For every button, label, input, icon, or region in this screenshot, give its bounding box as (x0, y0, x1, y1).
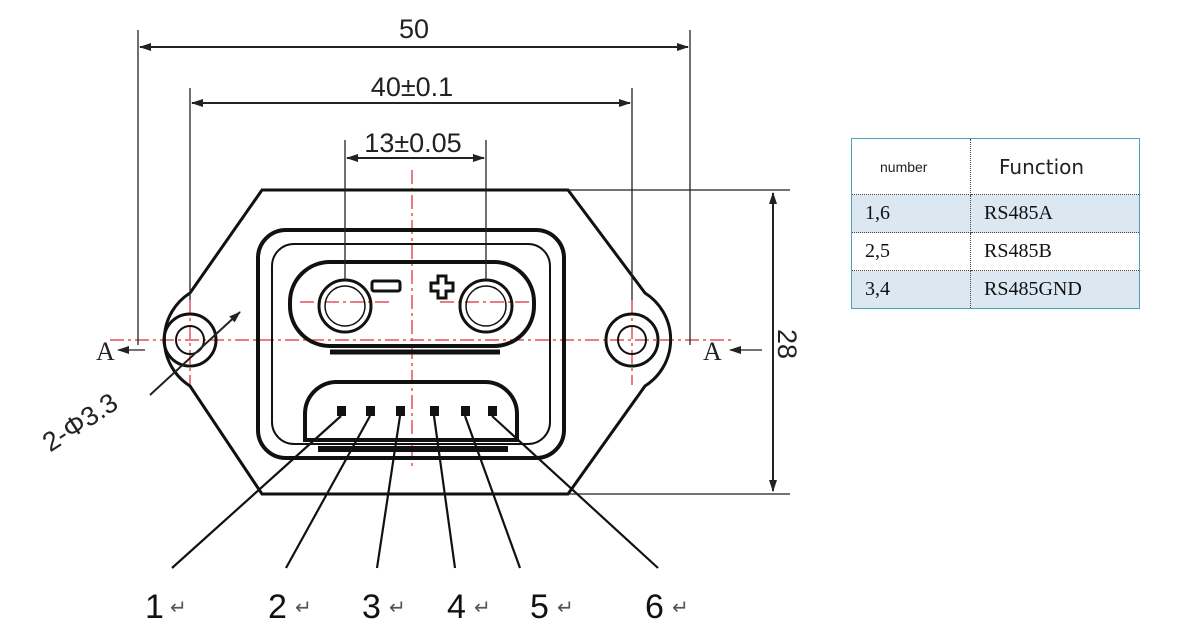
cell-function: RS485B (970, 232, 1140, 271)
pin-label-2: 2 (268, 588, 287, 626)
pin-label-5: 5 (530, 588, 549, 626)
pin-label-4: 4 (447, 588, 466, 626)
plus-symbol (429, 274, 455, 300)
cell-number: 3,4 (851, 270, 971, 309)
header-number-text: number (880, 158, 928, 175)
header-number: number (851, 138, 971, 195)
dim-hole-spec: 2-Φ3.3 (37, 387, 123, 457)
dimension-lines (139, 43, 777, 492)
cell-function: RS485A (970, 194, 1140, 233)
minus-symbol (370, 279, 402, 293)
cell-number-text: 3,4 (865, 278, 890, 300)
cell-function-text: RS485A (984, 202, 1053, 224)
connector-drawing-svg: 50 40±0.1 13±0.05 28 2-Φ3.3 A A 1 ↵ 2 ↵ … (37, 14, 800, 626)
signal-pins (337, 406, 497, 416)
inner-housing (256, 228, 566, 460)
connector-drawing: 50 40±0.1 13±0.05 28 2-Φ3.3 A A 1 ↵ 2 ↵ … (37, 14, 800, 626)
return-mark-icon: ↵ (295, 595, 312, 619)
table-header-row: number Function (851, 138, 1140, 195)
dim-hole-spacing: 40±0.1 (371, 72, 453, 102)
return-mark-icon: ↵ (672, 595, 689, 619)
cell-number: 2,5 (851, 232, 971, 271)
table-row: 2,5 RS485B (851, 232, 1140, 271)
cell-function-text: RS485B (984, 240, 1052, 262)
center-lines (110, 170, 735, 470)
return-mark-icon: ↵ (170, 595, 187, 619)
cell-function-text: RS485GND (984, 278, 1082, 300)
mounting-holes (162, 312, 660, 368)
cell-function: RS485GND (970, 270, 1140, 309)
return-mark-icon: ↵ (474, 595, 491, 619)
header-function-text: Function (999, 154, 1085, 179)
signal-socket (302, 380, 519, 442)
return-mark-icon: ↵ (389, 595, 406, 619)
pin-label-3: 3 (362, 588, 381, 626)
section-label-right: A (703, 337, 722, 366)
section-label-left: A (96, 337, 115, 366)
dim-overall-width: 50 (399, 14, 429, 44)
hole-leader (149, 311, 241, 396)
pin-numbers: 1 ↵ 2 ↵ 3 ↵ 4 ↵ 5 ↵ 6 ↵ (145, 588, 689, 626)
dim-terminal-spacing: 13±0.05 (364, 128, 461, 158)
pin-function-table: number Function 1,6 RS485A 2,5 RS485B 3,… (851, 138, 1140, 309)
pin-label-6: 6 (645, 588, 664, 626)
table-row: 3,4 RS485GND (851, 270, 1140, 309)
pin-label-1: 1 (145, 588, 164, 626)
table-row: 1,6 RS485A (851, 194, 1140, 233)
pin-leaders (171, 415, 659, 569)
cell-number: 1,6 (851, 194, 971, 233)
power-socket (288, 260, 536, 348)
dim-height: 28 (772, 329, 800, 359)
cell-number-text: 2,5 (865, 240, 890, 262)
cell-number-text: 1,6 (865, 202, 890, 224)
header-function: Function (970, 138, 1140, 195)
return-mark-icon: ↵ (557, 595, 574, 619)
